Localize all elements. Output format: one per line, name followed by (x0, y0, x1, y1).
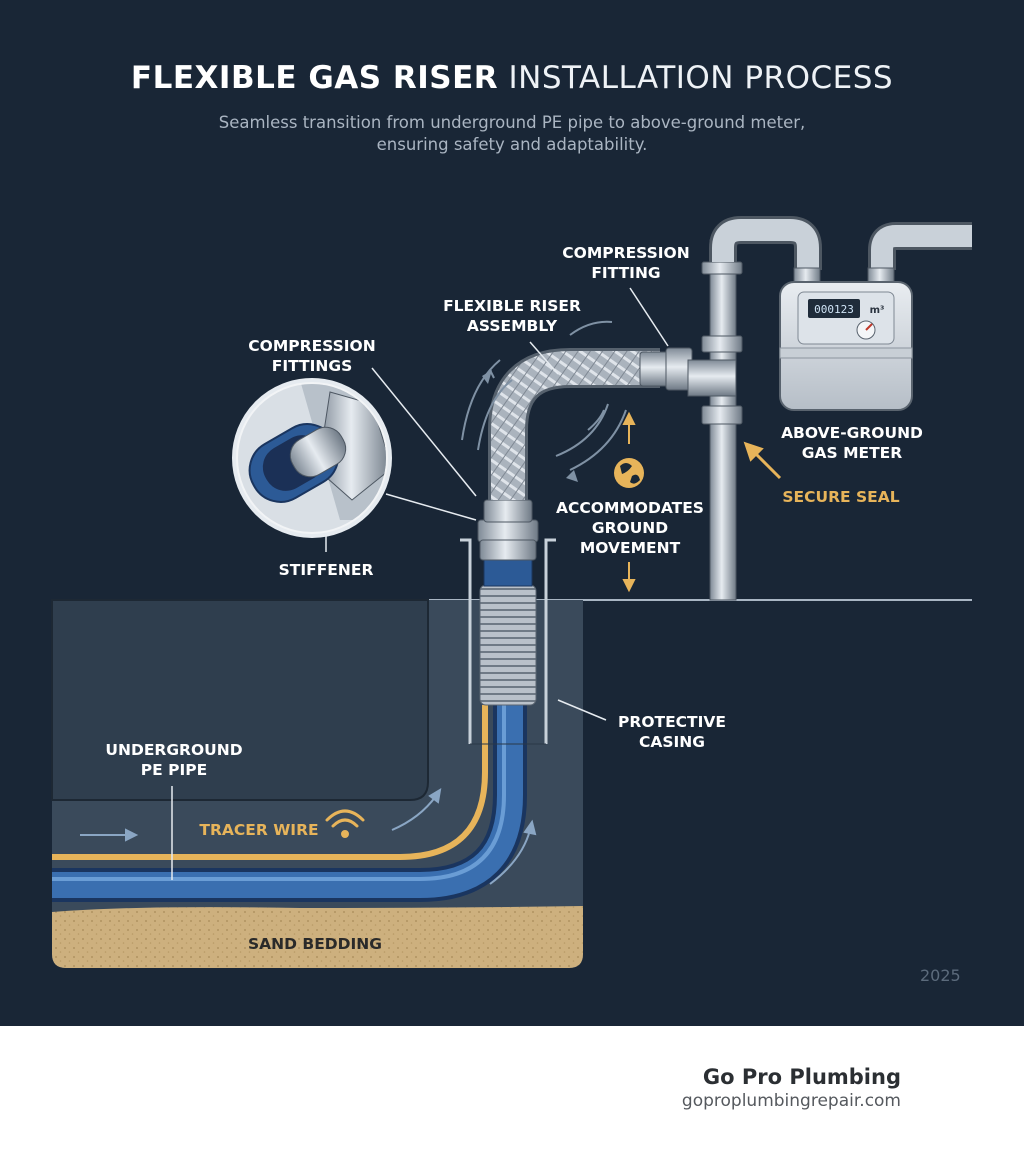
label-protective-casing: PROTECTIVE CASING (618, 713, 726, 751)
soil-wall (51, 599, 429, 801)
flow-arrows (80, 788, 537, 885)
tee-fitting (687, 359, 737, 397)
tracer-wire (52, 705, 488, 860)
riser-illustration: 000123 m³ (51, 216, 972, 968)
title-bold: FLEXIBLE GAS RISER (130, 60, 499, 96)
label-tracer-wire: TRACER WIRE (199, 821, 319, 839)
page-title: FLEXIBLE GAS RISER INSTALLATION PROCESS (0, 60, 1024, 96)
signal-icon (325, 809, 365, 838)
label-above-ground-gas-meter: ABOVE-GROUND GAS METER (781, 424, 923, 462)
title-light: INSTALLATION PROCESS (508, 60, 894, 96)
footer-brand: Go Pro Plumbing (702, 1065, 901, 1089)
subtitle-line-1: Seamless transition from underground PE … (218, 113, 806, 132)
label-stiffener: STIFFENER (278, 561, 374, 579)
motion-arcs (461, 320, 627, 471)
meter-outlet-pipe (871, 225, 972, 270)
vertical-movement-arrows (622, 411, 636, 593)
meter-reading: 000123 (814, 303, 854, 316)
label-sand-bedding: SAND BEDDING (248, 935, 382, 953)
year-label: 2025 (920, 966, 961, 985)
footer-url[interactable]: goproplumbingrepair.com (681, 1091, 901, 1111)
gas-meter (779, 267, 913, 411)
meter-unit: m³ (870, 305, 885, 316)
corrugated-riser (479, 584, 537, 706)
globe-icon (614, 458, 644, 488)
flexible-riser (491, 351, 660, 500)
protective-casing (460, 538, 556, 745)
label-compression-fitting: COMPRESSION FITTING (562, 244, 690, 282)
meter-inlet-elbow (712, 219, 819, 270)
lower-compression-nut (477, 499, 539, 561)
label-secure-seal: SECURE SEAL (782, 488, 900, 506)
magnifier-inset (232, 378, 392, 538)
upper-compression-fitting (639, 347, 693, 391)
label-flexible-riser-assembly: FLEXIBLE RISER ASSEMBLY (443, 297, 581, 335)
pe-pipe (52, 705, 523, 898)
subtitle-line-2: ensuring safety and adaptability. (376, 135, 648, 154)
sand-bedding (52, 906, 583, 968)
page-subtitle: Seamless transition from underground PE … (212, 112, 812, 156)
secure-seal-arrow (743, 441, 782, 480)
label-compression-fittings: COMPRESSION FITTINGS (248, 337, 376, 375)
label-accommodates-ground-movement: ACCOMMODATES GROUND MOVEMENT (556, 499, 704, 557)
label-underground-pe-pipe: UNDERGROUND PE PIPE (105, 741, 243, 779)
